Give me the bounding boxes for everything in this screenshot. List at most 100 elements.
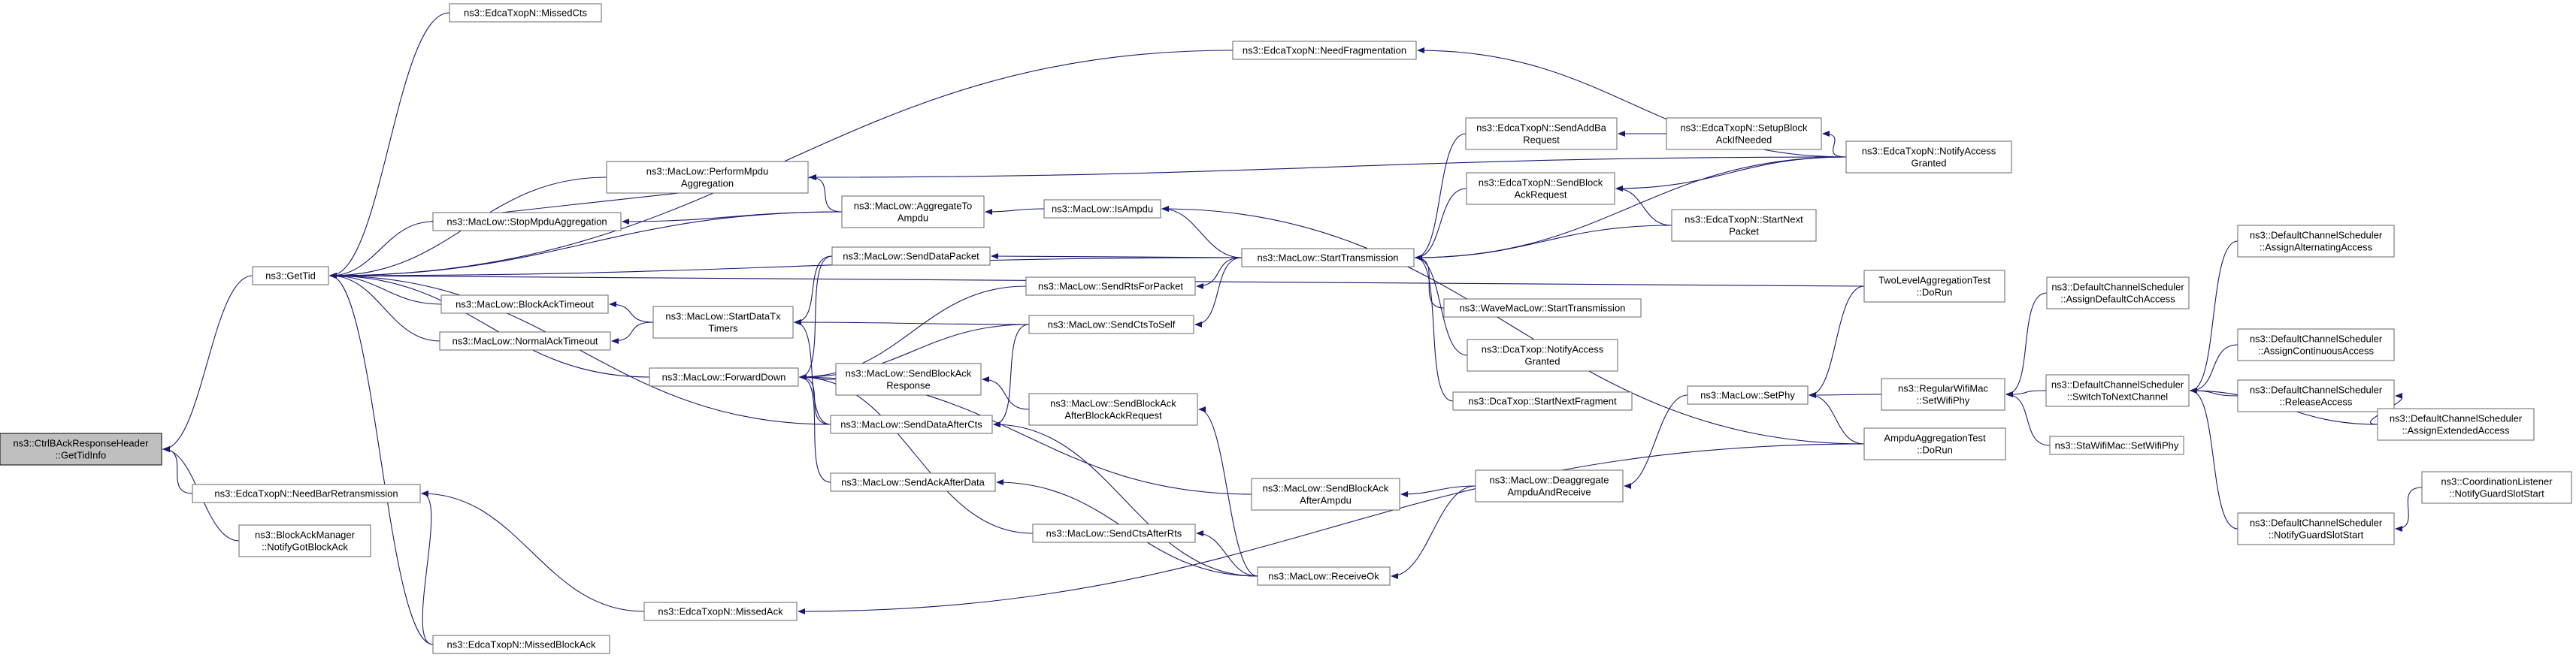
graph-node-needbar[interactable]: ns3::EdcaTxopN::NeedBarRetransmission <box>192 484 421 503</box>
graph-node-assignextended[interactable]: ns3::DefaultChannelScheduler::AssignExte… <box>2377 408 2535 441</box>
node-label: ns3::DefaultChannelScheduler <box>2390 413 2523 424</box>
node-label: ns3::StaWifiMac::SetWifiPhy <box>2055 440 2179 451</box>
node-box <box>1241 248 1415 267</box>
graph-node-regularsetwifiphy[interactable]: ns3::RegularWifiMac::SetWifiPhy <box>1881 378 2005 411</box>
graph-node-senddataaftercts[interactable]: ns3::MacLow::SendDataAfterCts <box>830 415 993 434</box>
node-box <box>1671 209 1817 242</box>
node-label: ns3::EdcaTxopN::MissedCts <box>464 8 588 19</box>
graph-node-gettid[interactable]: ns3::GetTid <box>252 266 329 285</box>
graph-node-notifyguard[interactable]: ns3::DefaultChannelScheduler::NotifyGuar… <box>2237 512 2395 545</box>
graph-node-setphy[interactable]: ns3::MacLow::SetPhy <box>1687 385 1809 405</box>
node-label: ns3::EdcaTxopN::SendBlock <box>1479 177 1603 189</box>
graph-node-blockacktimeout[interactable]: ns3::MacLow::BlockAckTimeout <box>440 294 609 314</box>
graph-node-sendackafterdata[interactable]: ns3::MacLow::SendAckAfterData <box>830 472 996 492</box>
graph-node-sendctstoself[interactable]: ns3::MacLow::SendCtsToSelf <box>1028 315 1194 334</box>
graph-node-coordinationlistener[interactable]: ns3::CoordinationListener::NotifyGuardSl… <box>2421 471 2572 504</box>
node-label: Timers <box>708 323 738 334</box>
node-label: ns3::DcaTxop::NotifyAccess <box>1482 344 1604 355</box>
node-box <box>1028 393 1198 426</box>
edge-senddataaftercts-to-forwarddown <box>799 374 831 425</box>
node-label: ::AssignDefaultCchAccess <box>2060 294 2175 305</box>
node-label: ns3::EdcaTxopN::MissedAck <box>658 606 783 617</box>
node-label: AmpduAndReceive <box>1507 487 1591 498</box>
node-box <box>643 602 798 621</box>
edge-edcanotify-to-setupblockack <box>1822 131 1847 158</box>
graph-node-releaseaccess[interactable]: ns3::DefaultChannelScheduler::ReleaseAcc… <box>2237 379 2395 412</box>
edge-startdatatx-to-normalacktimeout <box>611 321 654 344</box>
node-label: AckRequest <box>1514 189 1566 201</box>
graph-node-stasetwifiphy[interactable]: ns3::StaWifiMac::SetWifiPhy <box>2049 436 2184 455</box>
node-label: ns3::BlockAckManager <box>255 530 356 541</box>
node-box <box>1028 315 1194 334</box>
graph-node-assignalternating[interactable]: ns3::DefaultChannelScheduler::AssignAlte… <box>2237 225 2395 258</box>
graph-node-senddatapacket[interactable]: ns3::MacLow::SendDataPacket <box>831 246 991 266</box>
node-box <box>1881 378 2005 411</box>
edge-senddatapacket-to-forwarddown <box>799 255 833 380</box>
node-label: ns3::DcaTxop::StartNextFragment <box>1468 396 1617 407</box>
edge-sendctstoself-to-startdatatx <box>794 319 1030 326</box>
graph-node-stopmpdu[interactable]: ns3::MacLow::StopMpduAggregation <box>432 212 622 231</box>
graph-node-isampdu[interactable]: ns3::MacLow::IsAmpdu <box>1043 199 1161 219</box>
graph-node-missedcts[interactable]: ns3::EdcaTxopN::MissedCts <box>449 3 602 23</box>
graph-node-ampdutest[interactable]: AmpduAggregationTest::DoRun <box>1863 427 2006 460</box>
node-label: ::ReleaseAccess <box>2280 397 2353 408</box>
graph-node-dcastartnextfrag[interactable]: ns3::DcaTxop::StartNextFragment <box>1452 391 1633 411</box>
graph-node-forwarddown[interactable]: ns3::MacLow::ForwardDown <box>649 367 799 387</box>
node-label: AfterBlockAckRequest <box>1064 410 1162 421</box>
edge-twolevel-to-setphy <box>1809 285 1865 398</box>
node-label: ::GetTidInfo <box>56 450 106 461</box>
graph-node-sendblockackafterbar[interactable]: ns3::MacLow::SendBlockAckAfterBlockAckRe… <box>1028 393 1198 426</box>
node-box <box>2237 379 2395 412</box>
node-box <box>2046 276 2190 309</box>
node-label: ::SwitchToNextChannel <box>2067 391 2169 403</box>
edge-edcanotify-to-starttransmission <box>1415 156 1847 261</box>
graph-node-assigncontinuous[interactable]: ns3::DefaultChannelScheduler::AssignCont… <box>2237 328 2395 361</box>
node-label: Ampdu <box>898 213 928 224</box>
node-box <box>238 524 371 557</box>
node-label: ns3::EdcaTxopN::NotifyAccess <box>1862 146 1996 157</box>
graph-node-notifygot[interactable]: ns3::BlockAckManager::NotifyGotBlockAck <box>238 524 371 557</box>
edge-aggregate-to-performmpdu <box>809 174 843 213</box>
graph-node-wavestarttx[interactable]: ns3::WaveMacLow::StartTransmission <box>1443 298 1642 318</box>
graph-node-sendrts[interactable]: ns3::MacLow::SendRtsForPacket <box>1025 276 1196 296</box>
graph-node-receiveok[interactable]: ns3::MacLow::ReceiveOk <box>1257 566 1391 586</box>
graph-node-twolevel[interactable]: TwoLevelAggregationTest::DoRun <box>1863 270 2005 303</box>
node-label: ns3::EdcaTxopN::SendAddBa <box>1476 122 1606 134</box>
graph-node-starttransmission[interactable]: ns3::MacLow::StartTransmission <box>1241 248 1415 267</box>
node-box <box>1043 199 1161 219</box>
graph-node-missedblockack[interactable]: ns3::EdcaTxopN::MissedBlockAck <box>432 635 610 654</box>
node-box <box>2237 225 2395 258</box>
graph-node-needfrag[interactable]: ns3::EdcaTxopN::NeedFragmentation <box>1232 41 1417 60</box>
graph-node-switchtonext[interactable]: ns3::DefaultChannelScheduler::SwitchToNe… <box>2045 374 2190 407</box>
node-label: AckIfNeeded <box>1716 134 1772 146</box>
node-box <box>649 367 799 387</box>
graph-node-normalacktimeout[interactable]: ns3::MacLow::NormalAckTimeout <box>439 331 611 351</box>
node-box <box>1257 566 1391 586</box>
node-box <box>1452 391 1633 411</box>
graph-node-root[interactable]: ns3::CtrlBAckResponseHeader::GetTidInfo <box>0 433 162 466</box>
node-label: ns3::MacLow::SendAckAfterData <box>841 477 985 488</box>
edge-setphy-to-deaggregate <box>1624 394 1688 489</box>
edge-starttransmission-to-isampdu <box>1161 206 1243 258</box>
edges-layer <box>162 12 2423 645</box>
graph-node-sendctsafterrts[interactable]: ns3::MacLow::SendCtsAfterRts <box>1032 524 1196 543</box>
node-box <box>2237 328 2395 361</box>
graph-node-missedack[interactable]: ns3::EdcaTxopN::MissedAck <box>643 602 798 621</box>
node-label: ns3::MacLow::SendBlockAck <box>1050 398 1176 409</box>
graph-node-assigndefault[interactable]: ns3::DefaultChannelScheduler::AssignDefa… <box>2046 276 2190 309</box>
node-label: ns3::MacLow::BlockAckTimeout <box>456 299 594 310</box>
node-label: ns3::MacLow::IsAmpdu <box>1052 204 1153 215</box>
